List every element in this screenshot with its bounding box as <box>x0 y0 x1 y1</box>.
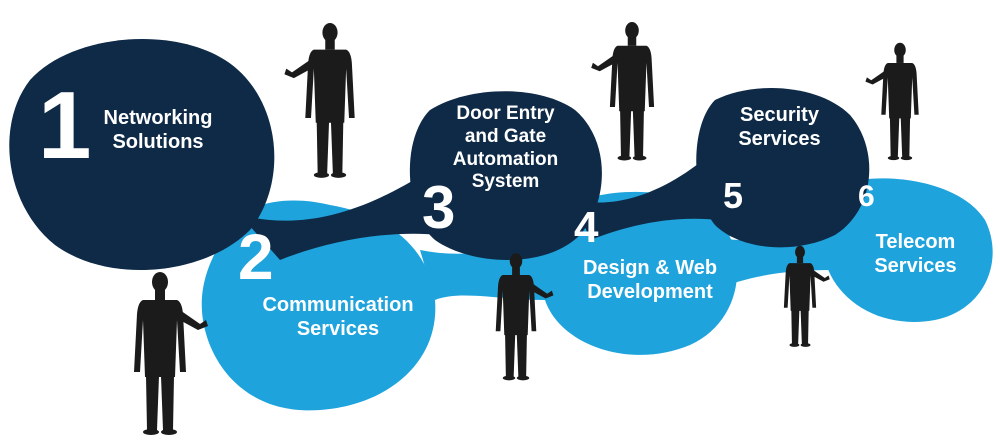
step-2-label-line: Services <box>296 318 380 340</box>
step-2-label: Communication Services <box>248 293 428 341</box>
step-6-label: Telecom Services <box>858 230 973 278</box>
step-4-label-line: Design & Web <box>582 257 718 279</box>
businessman-figure <box>865 42 919 161</box>
step-5-number: 5 <box>723 175 744 216</box>
step-3-label-line: System <box>471 171 540 193</box>
step-6-number: 6 <box>858 180 875 213</box>
ribbon-dark-2 <box>575 150 720 240</box>
step-1-label: Networking Solutions <box>88 106 228 154</box>
blob-6 <box>820 178 993 322</box>
step-1-label-line: Solutions <box>112 131 204 153</box>
blob-5 <box>696 88 870 248</box>
step-5-label-line: Security <box>740 104 819 126</box>
step-4-label-line: Development <box>587 281 713 303</box>
dark-blobs <box>9 38 870 271</box>
step-2-label-line: Communication <box>262 294 414 316</box>
businessman-figure <box>591 21 655 161</box>
blob-1 <box>9 38 275 271</box>
step-3-number: 3 <box>422 174 456 241</box>
businessman-figure <box>134 272 208 435</box>
step-3-label-line: and Gate <box>464 125 547 147</box>
blob-3 <box>409 91 602 260</box>
step-5-label-line: Services <box>738 128 821 150</box>
step-3-label-line: Door Entry <box>456 103 555 124</box>
step-5-label: Security Services <box>722 103 837 151</box>
step-2-number: 2 <box>238 221 274 293</box>
step-6-label-line: Services <box>874 255 957 277</box>
blob-2 <box>201 200 436 411</box>
step-6-label-line: Telecom <box>875 231 956 253</box>
step-1-number: 1 <box>38 72 92 179</box>
step-1-label-line: Networking <box>103 107 213 129</box>
step-3-label-line: Automation <box>452 148 559 170</box>
step-4-number: 4 <box>574 203 599 252</box>
step-4-label: Design & Web Development <box>570 256 730 304</box>
businessman-figure <box>284 22 355 178</box>
step-3-label: Door Entry and Gate Automation System <box>438 103 573 194</box>
blob-4 <box>536 191 738 355</box>
ribbon-dark-1 <box>240 170 440 260</box>
